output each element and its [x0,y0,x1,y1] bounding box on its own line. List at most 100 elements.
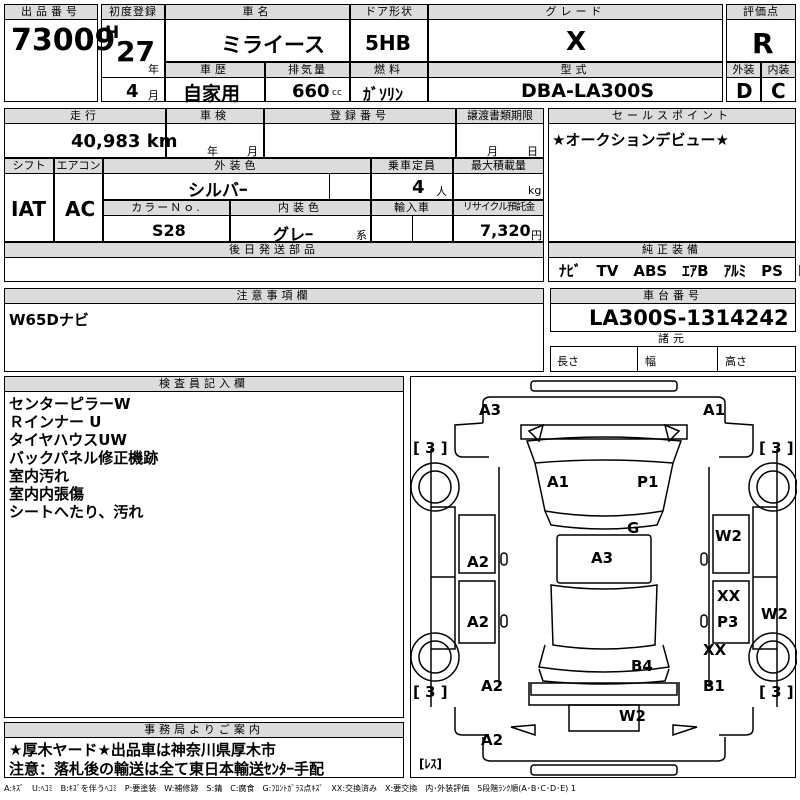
lot-box: 出品番号 73009 [4,4,115,102]
damage-mark: A1 [547,473,570,491]
shift: IAT [11,197,47,221]
interior-color: グレｰ [273,225,314,244]
sales-point-label: セールスポイント [548,108,796,124]
model-label: 型式 [428,62,723,78]
mileage-box: 走行 40,983 km [4,108,177,158]
capacity-unit: 人 [436,185,447,198]
sales-point-text: ★オークションデビュー★ [552,131,729,149]
office-notice-line1: ★厚木ヤード★出品車は神奈川県厚木市 [9,741,276,759]
later-parts-label: 後日発送部品 [4,242,544,258]
office-notice-line2: 注意：落札後の輸送は全て東日本輸送ｾﾝﾀｰ手配 [9,760,325,778]
tire-rear-right: [ 3 ] [759,683,794,701]
score-box: 評価点 R [726,4,796,62]
first-registration-label: 初度登録 [101,4,165,20]
height-label: 高さ [725,355,747,368]
reg-year: 27 [116,35,155,68]
length-label: 長さ [557,355,579,368]
reg-month: 4 [126,81,139,102]
specs-label: 諸元 [550,331,796,347]
grade-label: グレード [428,4,723,20]
recycle-label: リサイクル預託金 [453,200,544,216]
model-box: 型式 DBA-LA300S [428,62,723,102]
damage-mark: G [627,519,640,537]
equipment-list: ﾅﾋﾞ TV ABS ｴｱB ｱﾙﾐ PS PW [559,262,800,280]
lot-number: 73009 [11,23,116,58]
recycle-box: リサイクル預託金 7,320 円 [453,200,544,242]
recycle-unit: 円 [531,229,542,242]
score: R [752,27,774,60]
damage-mark: A2 [481,677,504,695]
lot-label: 出品番号 [4,4,98,20]
interior-color-label: 内装色 [230,200,371,216]
era: H [105,23,120,43]
legend: A:ｷｽﾞ U:ﾍｺﾐ B:ｷｽﾞを伴うﾍｺﾐ P:要塗装 W:補修跡 S:錆 … [4,784,576,793]
notes-label: 注意事項欄 [4,288,544,304]
inspector-line: 室内汚れ [9,467,70,485]
recycle-fee: 7,320 [480,221,531,240]
tire-front-right: [ 3 ] [759,439,794,457]
damage-mark: A3 [479,401,502,419]
damage-mark: A3 [591,549,614,567]
max-load-box: 最大積載量 kg [453,158,544,200]
transfer-month-unit: 月 [487,145,498,158]
capacity: 4 [412,177,425,198]
damage-mark: W2 [715,527,742,545]
chassis-number: LA300S-1314242 [589,306,789,330]
ac-box: エアコン AC [54,158,103,242]
width-label: 幅 [645,355,656,368]
damage-mark: W2 [761,605,788,623]
month-unit: 月 [148,89,159,102]
inspection-year-unit: 年 [207,145,218,158]
transfer-day-unit: 日 [527,145,538,158]
inspection-box: 車検 年 月 [166,108,264,158]
inspector-line: バックパネル修正機跡 [9,449,159,467]
inspector-box: 検査員記入欄 センターピラーW Ｒインナー U タイヤハウスUW バックパネル修… [4,376,404,718]
interior-score: C [771,79,786,103]
displacement-label: 排気量 [265,62,350,78]
shift-label: シフト [4,158,54,174]
car-name-box: 車名 ミライース [165,4,350,62]
max-load-label: 最大積載量 [453,158,544,174]
interior-score-label: 内装 [761,62,796,78]
later-parts-box: 後日発送部品 [4,242,544,282]
history-label: 車歴 [165,62,265,78]
car-name-label: 車名 [165,4,350,20]
transfer-deadline-box: 譲渡書類期限 月 日 [456,108,544,158]
exterior-color-box: 外装色 シルバｰ [103,158,371,201]
damage-mark: B1 [703,677,725,695]
damage-mark: B4 [631,657,653,675]
model-code: DBA-LA300S [521,80,654,102]
displacement: 660 [292,81,330,102]
inspector-line: タイヤハウスUW [9,431,127,449]
registration-number-box: 登録番号 [264,108,456,158]
mileage: 40,983 km [71,131,178,152]
exterior-score-box: 外装 D [726,62,761,103]
inspector-line: シートへたり、汚れ [9,503,144,521]
inspector-label: 検査員記入欄 [4,376,404,392]
color-number-label: カラーＮｏ. [103,200,230,216]
door-label: ドア形状 [350,4,428,20]
history: 自家用 [183,83,241,105]
history-box: 車歴 自家用 [165,62,265,105]
exterior-score-label: 外装 [726,62,761,78]
damage-mark: A2 [467,553,490,571]
damage-mark: XX [703,641,727,659]
inspection-month-unit: 月 [247,145,258,158]
mileage-label: 走行 [4,108,166,124]
inspector-line: 室内内張傷 [9,485,85,503]
exterior-color-label: 外装色 [103,158,371,174]
office-notice-box: 事務局よりご案内 ★厚木ヤード★出品車は神奈川県厚木市 注意：落札後の輸送は全て… [4,722,404,778]
import-box: 輸入車 [371,200,453,242]
damage-mark: W2 [619,707,646,725]
door-box: ドア形状 5HB [350,4,428,62]
interior-color-unit: 系 [356,229,367,242]
damage-mark: XX [717,587,741,605]
fuel: ｶﾞｿﾘﾝ [363,85,404,104]
interior-color-box: 内装色 グレｰ 系 [230,200,371,244]
equipment-label: 純正装備 [548,242,796,258]
transfer-deadline-label: 譲渡書類期限 [456,108,544,124]
damage-mark: A2 [467,613,490,631]
color-number-box: カラーＮｏ. S28 [103,200,230,242]
tire-rear-left: [ 3 ] [413,683,448,701]
chassis-label: 車台番号 [550,288,796,304]
